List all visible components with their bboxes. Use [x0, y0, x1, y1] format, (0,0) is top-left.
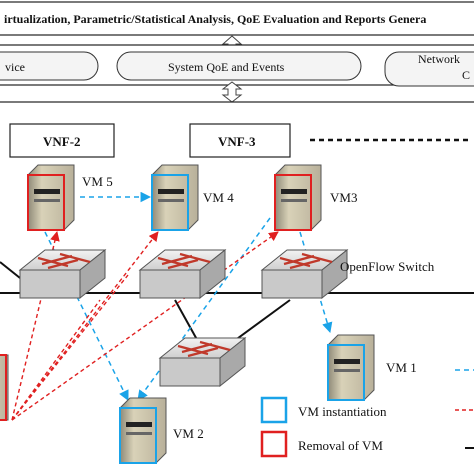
vm3-label: VM3 [330, 190, 357, 205]
openflow-switch-3[interactable] [260, 248, 349, 300]
vm5-server[interactable] [27, 164, 75, 231]
red-arrow-2 [11, 231, 159, 421]
openflow-switch-1[interactable] [18, 248, 107, 300]
vm5-label: VM 5 [82, 174, 113, 189]
left-edge-server[interactable] [0, 354, 9, 421]
service-pill-center[interactable] [116, 51, 362, 81]
vm4-label: VM 4 [203, 190, 234, 205]
vnf-2-box[interactable]: VNF-2 [9, 123, 115, 158]
vm3-server[interactable] [274, 164, 322, 231]
vm1-label: VM 1 [386, 360, 417, 375]
header-title: irtualization, Parametric/Statistical An… [4, 12, 426, 26]
legend-instantiation-swatch [260, 396, 288, 424]
service-center-label: System QoE and Events [168, 60, 285, 74]
service-pill-left[interactable] [0, 51, 99, 81]
vm2-label: VM 2 [173, 426, 204, 441]
legend-instantiation-label: VM instantiation [298, 404, 387, 419]
openflow-switch-4[interactable] [158, 336, 247, 388]
vnf-2-label: VNF-2 [43, 134, 81, 149]
infrastructure-frame [0, 101, 474, 103]
service-right-label-2: C [462, 68, 470, 82]
red-arrow-5 [11, 299, 101, 421]
openflow-switch-label: OpenFlow Switch [340, 259, 435, 274]
vm2-server[interactable] [119, 397, 167, 464]
openflow-switch-2[interactable] [138, 248, 227, 300]
vm1-server[interactable] [327, 334, 375, 401]
legend: VM instantiation Removal of VM [260, 369, 474, 458]
header-banner: irtualization, Parametric/Statistical An… [0, 1, 474, 36]
legend-removal-label: Removal of VM [298, 438, 383, 453]
services-panel: vice System QoE and Events Network C [0, 44, 474, 87]
service-left-label: vice [5, 60, 25, 74]
vnf-3-label: VNF-3 [218, 134, 256, 149]
service-pill-right[interactable] [384, 51, 474, 87]
red-arrow-4 [11, 274, 129, 421]
vnf-3-box[interactable]: VNF-3 [189, 123, 291, 158]
service-right-label-1: Network [418, 52, 460, 66]
legend-removal-swatch [260, 430, 288, 458]
red-arrow-3 [11, 231, 279, 421]
arrow-vm3-to-vm2 [137, 217, 271, 401]
vm4-server[interactable] [151, 164, 199, 231]
